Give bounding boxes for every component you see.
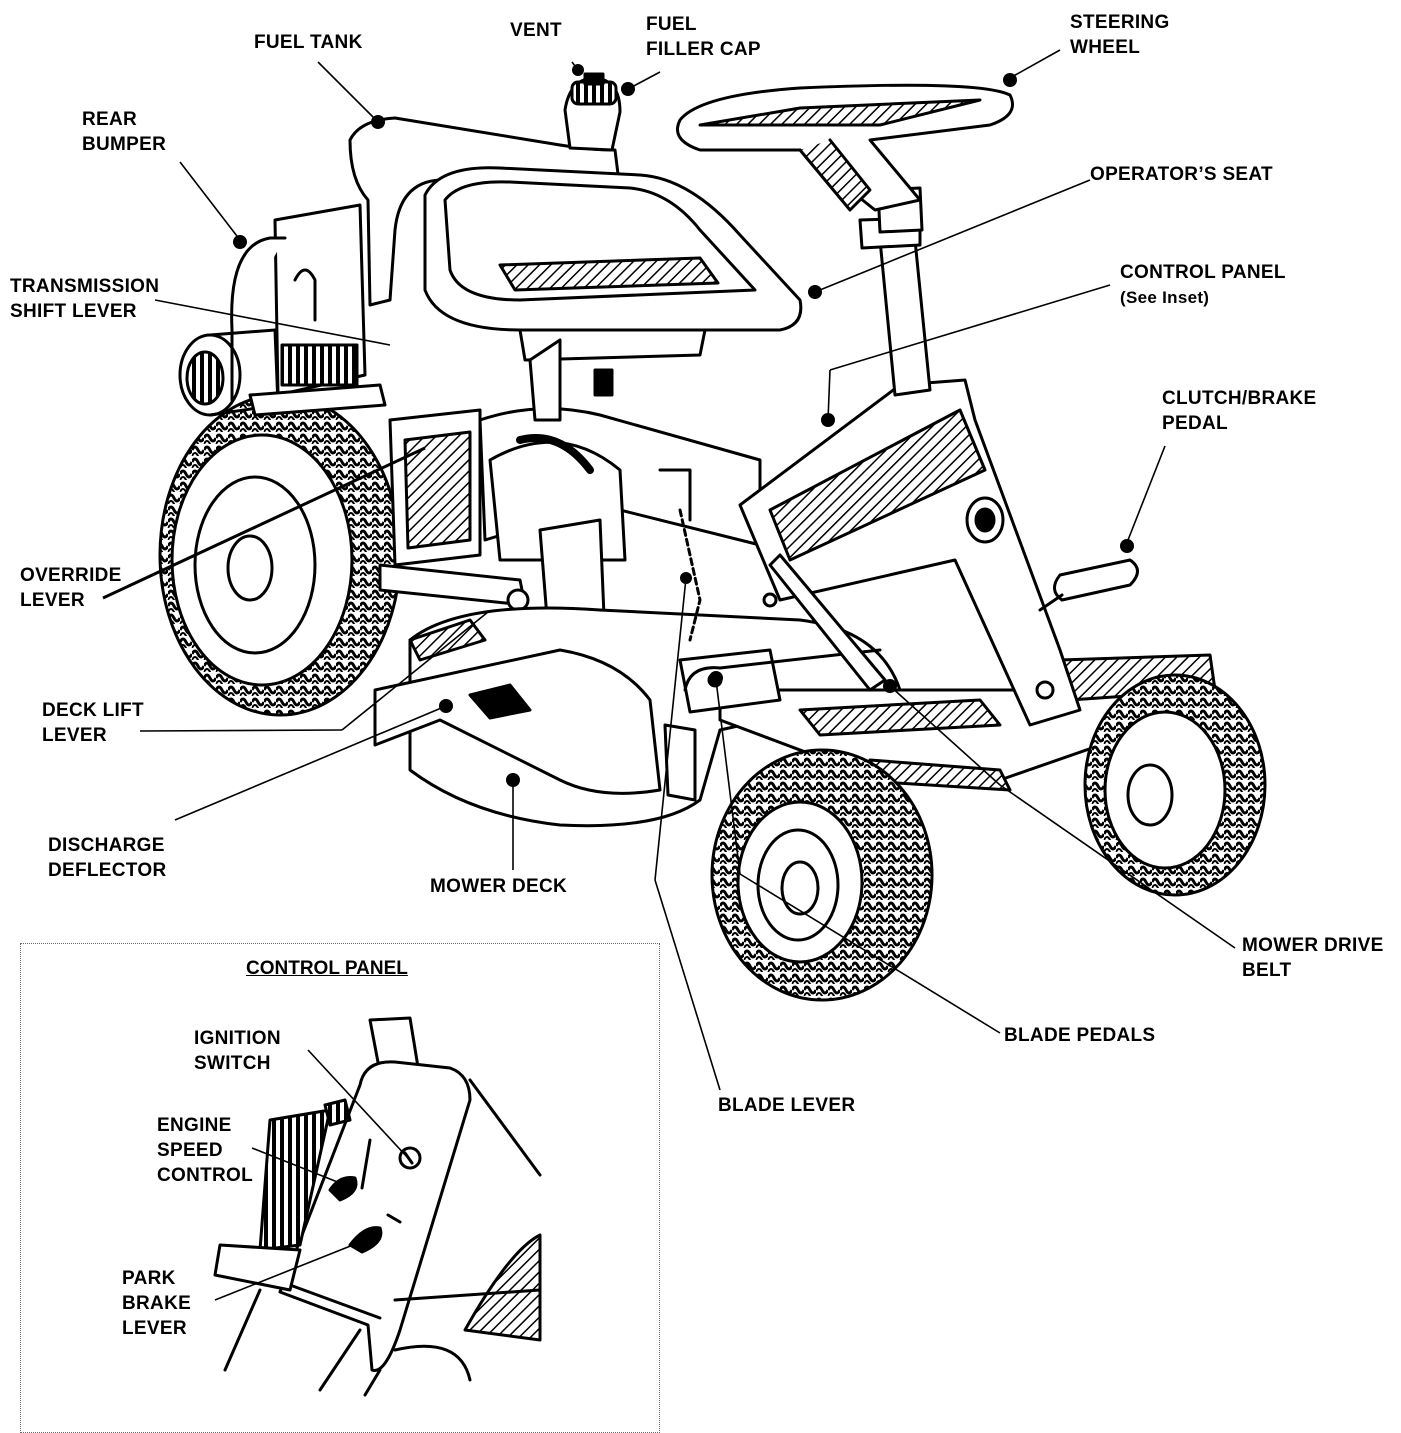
label-park-brake-lever: PARK BRAKE LEVER xyxy=(122,1268,192,1339)
leader-lines xyxy=(102,49,1236,1091)
label-vent: VENT xyxy=(510,20,562,41)
front-right-wheel xyxy=(1083,673,1267,897)
control-panel-inset xyxy=(20,943,660,1433)
label-mower-deck: MOWER DECK xyxy=(430,876,568,897)
inset-illustration xyxy=(213,1016,542,1397)
label-override-lever: OVERRIDE LEVER xyxy=(20,565,122,611)
rear-wheel xyxy=(158,393,402,717)
chassis xyxy=(378,338,762,642)
label-steering-wheel: STEERING WHEEL xyxy=(1070,12,1170,58)
label-rear-bumper: REAR BUMPER xyxy=(82,109,167,155)
blade-lever xyxy=(678,508,702,642)
label-fuel-filler-cap: FUEL FILLER CAP xyxy=(646,14,761,60)
label-discharge-deflector: DISCHARGE DEFLECTOR xyxy=(48,835,167,881)
inset-title: CONTROL PANEL xyxy=(246,958,408,979)
steering-wheel xyxy=(676,83,1014,212)
label-operators-seat: OPERATOR’S SEAT xyxy=(1090,164,1273,185)
label-blade-pedals: BLADE PEDALS xyxy=(1004,1025,1156,1046)
fuel-tank xyxy=(348,72,622,307)
label-mower-drive-belt: MOWER DRIVE BELT xyxy=(1242,935,1384,981)
label-control-panel: CONTROL PANEL (See Inset) xyxy=(1120,262,1286,307)
rear-bumper xyxy=(230,236,387,417)
label-clutch-brake-pedal: CLUTCH/BRAKE PEDAL xyxy=(1162,388,1317,434)
leader-dots xyxy=(233,64,1134,787)
engine xyxy=(178,203,367,417)
label-deck-lift-lever: DECK LIFT LEVER xyxy=(42,700,144,746)
label-ignition-switch: IGNITION SWITCH xyxy=(194,1028,281,1074)
inset-leader-lines xyxy=(214,1049,409,1301)
label-transmission-shift-lever: TRANSMISSION SHIFT LEVER xyxy=(10,276,160,322)
label-blade-lever: BLADE LEVER xyxy=(718,1095,856,1116)
seat xyxy=(423,166,803,362)
clutch-pedal xyxy=(1038,558,1139,612)
label-engine-speed-control: ENGINE SPEED CONTROL xyxy=(157,1115,254,1186)
label-fuel-tank: FUEL TANK xyxy=(254,32,363,53)
front-left-wheel xyxy=(710,748,934,1002)
